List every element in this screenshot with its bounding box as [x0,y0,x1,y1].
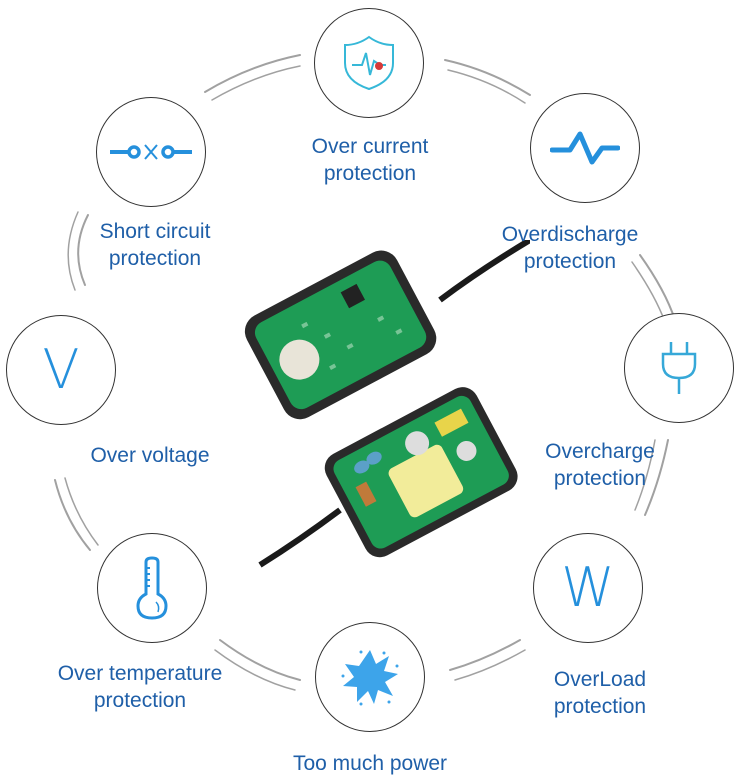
burst-icon [341,650,399,706]
feature-label-too-much-power: Too much power [292,752,448,775]
pulse-wave-icon [550,131,620,165]
feature-node-short-circuit [96,97,206,207]
feature-node-over-voltage: V [6,315,116,425]
feature-node-too-much-power [315,622,425,732]
feature-node-over-temperature [97,533,207,643]
thermometer-icon [136,556,168,620]
feature-node-over-current [314,8,424,118]
feature-label-over-voltage: Over voltage [90,444,210,467]
shield-heartbeat-icon [344,35,394,91]
open-switch-icon [110,144,192,160]
feature-node-overcharge [624,313,734,423]
power-adapter-image [244,240,530,568]
feature-node-overload: W [533,533,643,643]
feature-node-overdischarge [530,93,640,203]
letter-w-icon: W [561,556,615,619]
letter-v-icon: V [42,338,80,401]
plug-icon [661,342,697,394]
